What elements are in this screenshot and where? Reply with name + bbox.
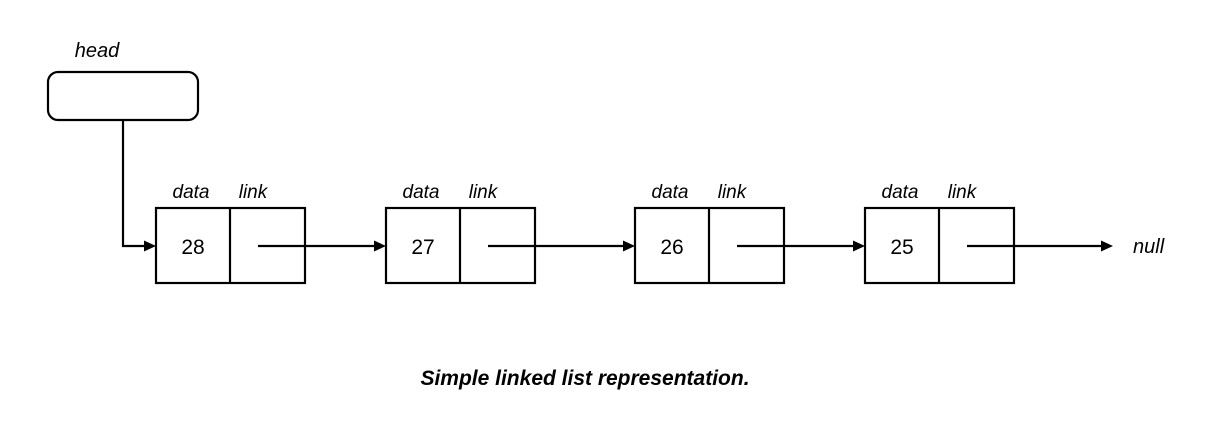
- link-arrow-2-arrowhead: [853, 240, 865, 252]
- node-0-data-value: 28: [181, 236, 204, 259]
- link-arrow-1-arrowhead: [623, 240, 635, 252]
- node-3-data-label: data: [882, 182, 919, 203]
- list-node-3[interactable]: data link 25: [863, 182, 1016, 285]
- link-arrow-3-to-null: [967, 240, 1113, 252]
- link-arrow-1-to-2: [488, 240, 635, 252]
- node-1-data-value: 27: [411, 236, 434, 259]
- head-pointer-box[interactable]: [46, 70, 200, 122]
- head-connector-line: [121, 120, 148, 248]
- list-node-0[interactable]: data link 28: [154, 182, 307, 285]
- head-label: head: [75, 40, 120, 62]
- node-2-data-label: data: [652, 182, 689, 203]
- node-0-link-label: link: [239, 182, 269, 203]
- node-1-link-label: link: [469, 182, 499, 203]
- node-3-link-label: link: [948, 182, 978, 203]
- figure-caption: Simple linked list representation.: [420, 367, 749, 390]
- link-arrow-3-arrowhead: [1101, 240, 1113, 252]
- link-arrow-0-arrowhead: [374, 240, 386, 252]
- list-node-2[interactable]: data link 26: [633, 182, 786, 285]
- node-3-data-value: 25: [890, 236, 913, 259]
- node-2-data-value: 26: [660, 236, 683, 259]
- list-node-1[interactable]: data link 27: [384, 182, 537, 285]
- null-terminator-label: null: [1133, 236, 1165, 258]
- node-1-data-label: data: [403, 182, 440, 203]
- link-arrow-2-to-3: [737, 240, 865, 252]
- node-2-link-label: link: [718, 182, 748, 203]
- node-0-data-label: data: [173, 182, 210, 203]
- head-connector-arrowhead: [144, 240, 156, 252]
- link-arrow-0-to-1: [258, 240, 386, 252]
